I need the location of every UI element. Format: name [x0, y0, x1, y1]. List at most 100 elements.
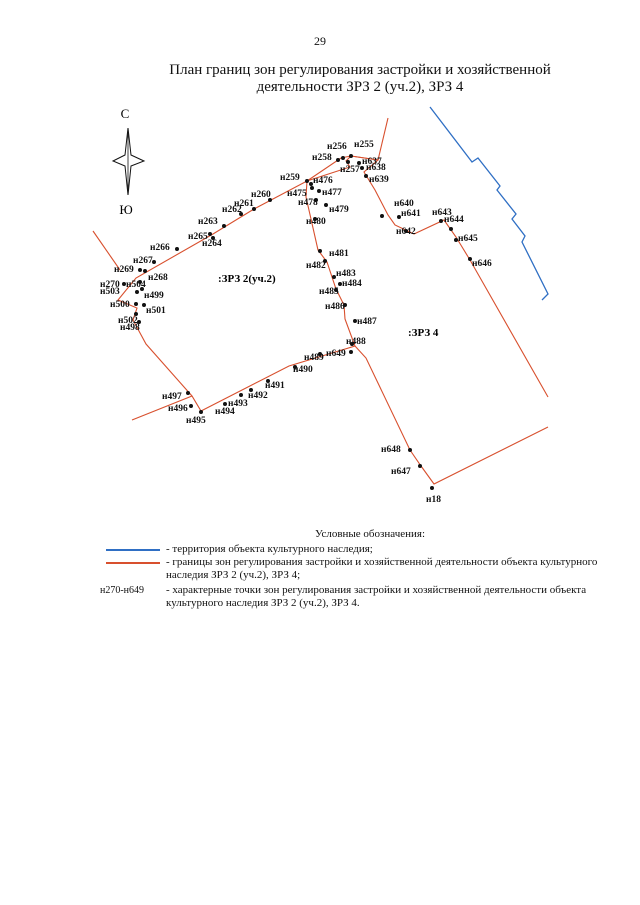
point-label-н255: н255: [354, 140, 374, 150]
point-marker-н639: [364, 174, 368, 178]
point-label-н485: н485: [319, 287, 339, 297]
point-label-н486: н486: [325, 302, 345, 312]
point-marker-н501: [142, 303, 146, 307]
point-marker-н491: [266, 379, 270, 383]
point-label-н501: н501: [146, 306, 166, 316]
legend-key: [100, 556, 166, 569]
point-marker-н644: [449, 227, 453, 231]
point-label-н503: н503: [100, 287, 120, 297]
zrz4-boundary: [350, 155, 549, 398]
point-label-н490: н490: [293, 365, 313, 375]
point-label-н266: н266: [150, 243, 170, 253]
point-label-н261: н261: [234, 199, 254, 209]
legend-key: [100, 543, 166, 556]
point-label-н494: н494: [215, 407, 235, 417]
point-label-н500: н500: [110, 300, 130, 310]
point-marker-н481: [318, 249, 322, 253]
point-marker-н270: [122, 282, 126, 286]
point-marker-н494: [223, 402, 227, 406]
point-label-н484: н484: [342, 279, 362, 289]
point-marker-н257: [346, 160, 350, 164]
point-marker-н486: [343, 303, 347, 307]
point-marker-н487: [353, 319, 357, 323]
point-label-н256: н256: [327, 142, 347, 152]
zrz4-south-boundary: [354, 345, 549, 485]
point-label-н639: н639: [369, 175, 389, 185]
zone-label-zrz4: :ЗРЗ 4: [408, 327, 439, 339]
point-label-н648: н648: [381, 445, 401, 455]
point-marker-н477: [317, 189, 321, 193]
point-marker-н643: [439, 219, 443, 223]
point-marker-н260: [268, 198, 272, 202]
point-marker-н646: [468, 257, 472, 261]
zone-boundary-lines: [92, 117, 549, 485]
point-marker-н642: [404, 229, 408, 233]
point-marker-н490: [293, 365, 297, 369]
heritage-line: [429, 106, 549, 301]
point-marker-н485: [334, 288, 338, 292]
point-label-н644: н644: [444, 215, 464, 225]
point-marker-н475: [310, 186, 314, 190]
point-label-н270: н270: [100, 280, 120, 290]
legend-line-heritage: [106, 549, 160, 551]
point-label-н479: н479: [329, 205, 349, 215]
point-label-н480: н480: [306, 217, 326, 227]
point-marker-н500: [134, 302, 138, 306]
title-line-2: деятельности ЗРЗ 2 (уч.2), ЗРЗ 4: [256, 79, 464, 95]
point-marker-н647: [418, 464, 422, 468]
point-label-н643: н643: [432, 208, 452, 218]
compass-arrow-icon: [111, 127, 146, 196]
point-marker-н476: [309, 182, 313, 186]
point-label-н488: н488: [346, 337, 366, 347]
point-marker-н18: [430, 486, 434, 490]
point-marker-н259: [305, 179, 309, 183]
compass: С Ю: [111, 106, 146, 217]
point-label-н265: н265: [188, 232, 208, 242]
point-label-н18: н18: [426, 495, 441, 505]
legend-item-points: н270-н649 - характерные точки зон регули…: [100, 584, 600, 610]
point-marker-н495: [199, 410, 203, 414]
point-marker-н482: [323, 259, 327, 263]
legend-heading: Условные обозначения:: [314, 528, 426, 540]
point-marker-н267: [152, 260, 156, 264]
point-label-н495: н495: [186, 416, 206, 426]
point-marker-н645: [454, 238, 458, 242]
point-marker-н497: [186, 391, 190, 395]
legend: Условные обозначения: - территория объек…: [100, 528, 600, 610]
point-label-н482: н482: [306, 261, 326, 271]
point-label-н647: н647: [391, 467, 411, 477]
page-title: План границ зон регулирования застройки …: [150, 62, 570, 96]
point-marker-н499: [140, 287, 144, 291]
point-label-н493: н493: [228, 399, 248, 409]
point-marker-н496: [189, 404, 193, 408]
point-marker-н488: [350, 342, 354, 346]
zrz2-outline: [117, 155, 356, 412]
point-marker-н483: [332, 275, 336, 279]
point-label-н497: н497: [162, 392, 182, 402]
point-marker-н262: [239, 212, 243, 216]
point-marker-н493: [239, 393, 243, 397]
point-marker-н648: [408, 448, 412, 452]
point-label-н637: н637: [362, 157, 382, 167]
point-marker-н498: [137, 320, 141, 324]
point-label-н263: н263: [198, 217, 218, 227]
point-label-н498: н498: [120, 323, 140, 333]
point-marker-н268: [143, 269, 147, 273]
legend-text: - характерные точки зон регулирования за…: [166, 584, 587, 609]
point-marker-н502: [134, 312, 138, 316]
point-label-н478: н478: [298, 198, 318, 208]
point-label-н260: н260: [251, 190, 271, 200]
point-label-н492: н492: [248, 391, 268, 401]
point-label-н481: н481: [329, 249, 349, 259]
legend-text: - территория объекта культурного наследи…: [166, 543, 373, 555]
point-label-н491: н491: [265, 381, 285, 391]
point-marker-н255: [349, 154, 353, 158]
characteristic-points: н255н256н257н258н259н260н261н262н263н264…: [100, 140, 492, 505]
point-marker-н480: [313, 217, 317, 221]
point-label-н638: н638: [366, 163, 386, 173]
point-marker-н269: [138, 268, 142, 272]
point-marker-н640: [380, 214, 384, 218]
legend-text: - границы зон регулирования застройки и …: [166, 556, 598, 581]
point-label-н646: н646: [472, 259, 492, 269]
